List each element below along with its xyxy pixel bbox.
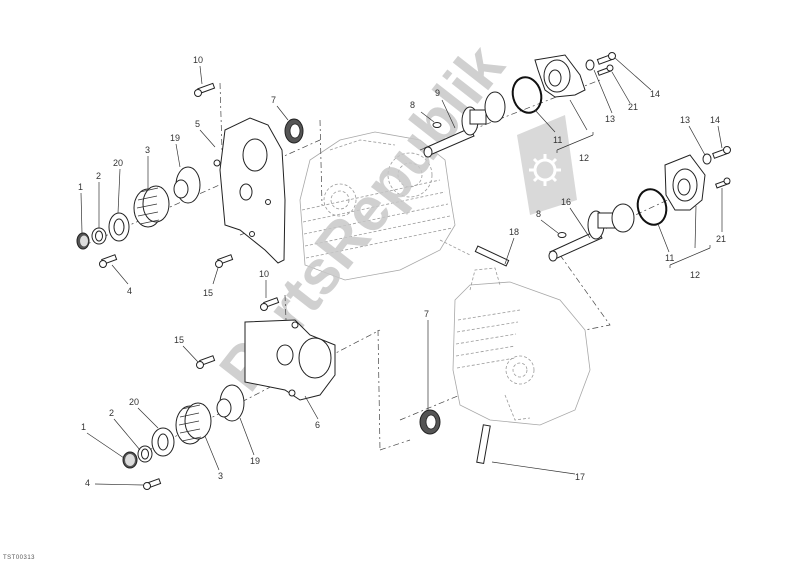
label-3-upper: 3 [145, 145, 150, 155]
part-21-screw-lower [715, 177, 731, 189]
part-11-oring-upper [511, 76, 543, 114]
part-13-washer-lower [702, 153, 712, 165]
gear-icon [517, 115, 577, 215]
part-1-nut-lower [122, 451, 138, 469]
label-3-lower: 3 [218, 471, 223, 481]
cylinder-head-upper [299, 131, 471, 281]
part-12-cover-upper [534, 54, 586, 98]
label-10-upper: 10 [193, 55, 203, 65]
label-21-lower: 21 [716, 234, 726, 244]
label-18: 18 [509, 227, 519, 237]
label-1-upper: 1 [78, 182, 83, 192]
label-4-lower: 4 [85, 478, 90, 488]
drawing-code: TST00313 [3, 555, 36, 561]
label-7-lower: 7 [424, 309, 429, 319]
part-20-ring-upper [108, 212, 130, 242]
label-12-upper: 12 [579, 153, 589, 163]
part-2-washer-lower [137, 445, 153, 463]
label-15-lower: 15 [174, 335, 184, 345]
part-21-screw-upper [597, 64, 614, 76]
label-8-lower: 8 [536, 209, 541, 219]
label-14-lower: 14 [710, 115, 720, 125]
label-5: 5 [195, 119, 200, 129]
part-1-nut-upper [76, 232, 90, 250]
part-17-stud [476, 424, 491, 464]
part-11-oring-lower [636, 188, 668, 226]
label-20-lower: 20 [129, 397, 139, 407]
label-6: 6 [315, 420, 320, 430]
label-8-upper: 8 [410, 100, 415, 110]
label-11-lower: 11 [665, 253, 674, 263]
leader-lines [80, 57, 723, 486]
part-16-camshaft [548, 203, 635, 262]
label-21-upper: 21 [628, 102, 638, 112]
part-15-screw-lower [196, 355, 216, 369]
part-19-spacer-upper [173, 166, 201, 204]
part-8-key-upper [432, 122, 442, 128]
label-14-upper: 14 [650, 89, 660, 99]
label-17: 17 [575, 472, 585, 482]
part-14-screw-upper [596, 52, 616, 65]
label-19-upper: 19 [170, 133, 180, 143]
part-10-screw-lower [260, 297, 280, 311]
part-9-camshaft [423, 91, 506, 158]
label-20-upper: 20 [113, 158, 123, 168]
part-19-spacer-lower [216, 384, 245, 422]
part-6-belt-cover [244, 319, 336, 401]
label-2-lower: 2 [109, 408, 114, 418]
label-16: 16 [561, 197, 571, 207]
label-9: 9 [435, 88, 440, 98]
part-7-seal-upper [284, 118, 304, 144]
part-3-pulley-upper [133, 185, 170, 228]
label-19-lower: 19 [250, 456, 260, 466]
label-15-upper: 15 [203, 288, 213, 298]
label-13-lower: 13 [680, 115, 690, 125]
part-14-screw-lower [712, 146, 731, 159]
part-20-ring-lower [151, 427, 175, 457]
part-8-key-lower [557, 232, 567, 238]
label-11-upper: 11 [553, 135, 562, 145]
part-10-screw-upper [194, 82, 216, 97]
part-2-washer-upper [91, 227, 107, 245]
part-labels: 1 2 20 3 19 5 10 7 4 15 10 8 9 11 12 13 … [78, 55, 726, 488]
part-15-screw-upper [215, 254, 234, 268]
label-13-upper: 13 [605, 114, 615, 124]
part-12-cover-lower [664, 154, 706, 211]
part-3-pulley-lower [175, 402, 212, 445]
label-4-upper: 4 [127, 286, 132, 296]
part-4-screw-upper [99, 254, 118, 268]
part-7-seal-lower [419, 409, 441, 435]
label-12-lower: 12 [690, 270, 700, 280]
label-1-lower: 1 [81, 422, 86, 432]
label-2-upper: 2 [96, 171, 101, 181]
part-13-washer-upper [585, 59, 595, 71]
part-5-belt-cover [213, 117, 286, 264]
label-7-upper: 7 [271, 95, 276, 105]
part-18-stud [474, 245, 510, 267]
cylinder-head-lower [452, 267, 591, 426]
part-4-screw-lower [143, 478, 162, 490]
label-10-lower: 10 [259, 269, 269, 279]
